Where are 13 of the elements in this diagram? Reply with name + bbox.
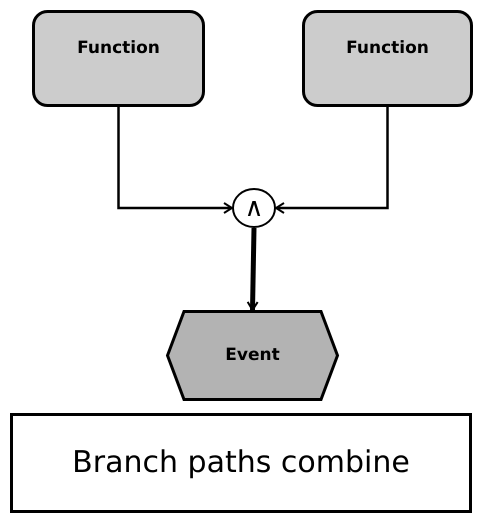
node-label: Function: [77, 40, 160, 57]
node-label: Event: [225, 347, 280, 364]
node-label: Branch paths combine: [72, 445, 410, 481]
function-box: [302, 10, 473, 107]
arrow: [246, 228, 259, 311]
logic-operator: ∧: [244, 195, 264, 221]
event-hexagon: [166, 310, 339, 401]
function-box: [32, 10, 205, 107]
arrow: [117, 107, 233, 214]
caption-box: [10, 413, 472, 513]
arrow: [275, 107, 389, 214]
node-label: Function: [346, 40, 429, 57]
and-connector-circle: [232, 188, 276, 228]
